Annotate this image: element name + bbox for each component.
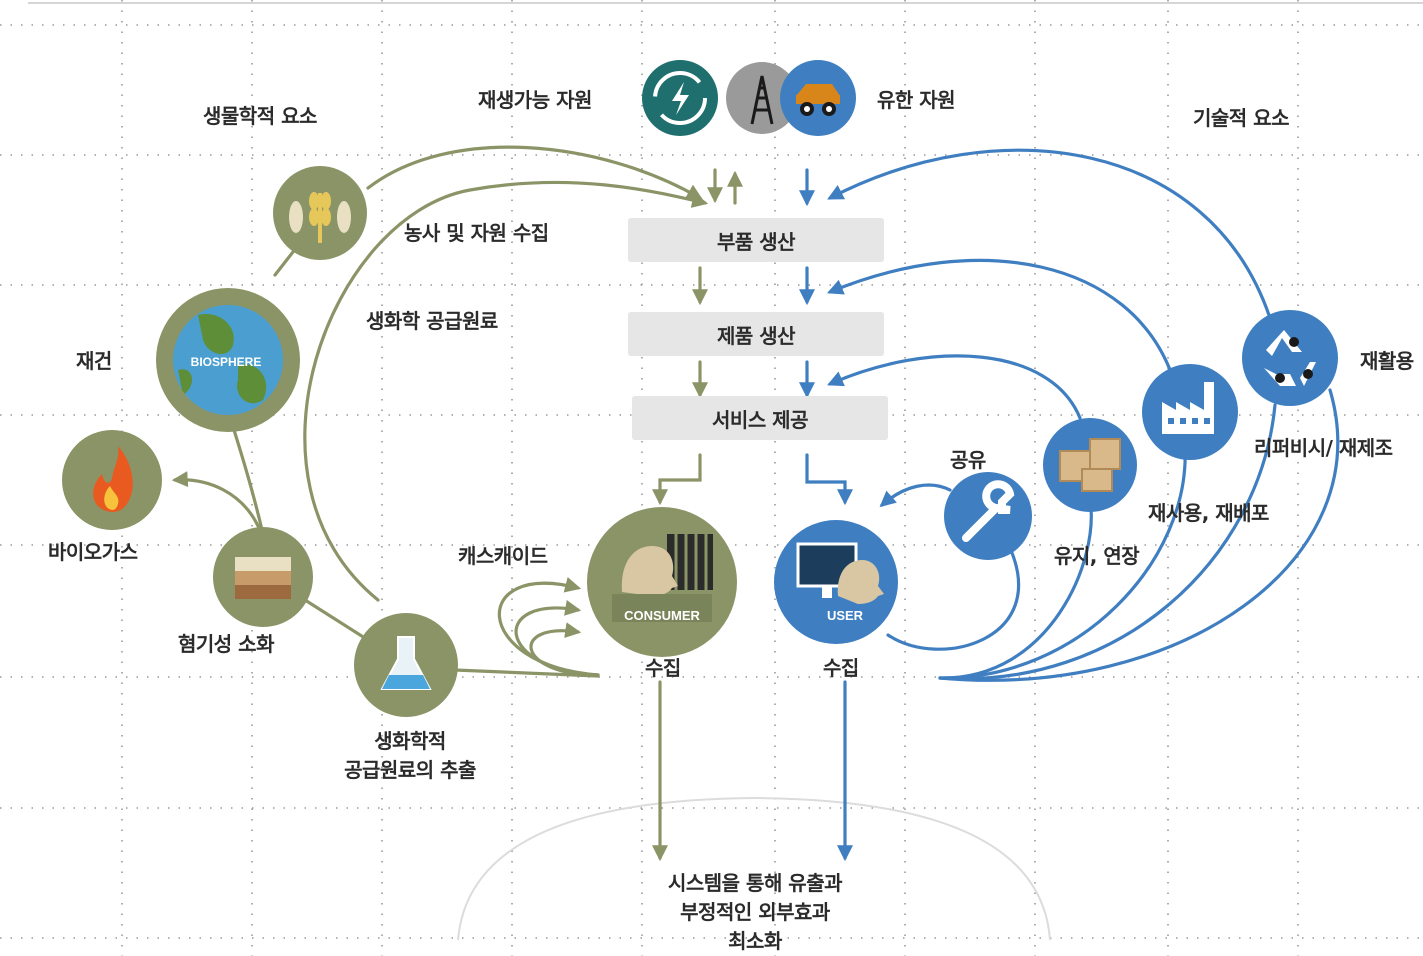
wrench-icon <box>944 472 1032 560</box>
farming-label: 농사 및 자원 수집 <box>404 221 549 245</box>
mining-truck-icon <box>780 60 856 136</box>
loop-maintain <box>938 498 1093 680</box>
finite-resources-label: 유한 자원 <box>877 88 956 112</box>
share-label: 공유 <box>950 448 986 472</box>
oil-derrick-icon <box>726 62 798 134</box>
flow-biosphere-to-soil <box>232 428 264 532</box>
loop-reuse <box>938 446 1187 680</box>
extraction-line-1: 생화학적 <box>374 729 446 753</box>
system-boundary-arc <box>457 796 1051 941</box>
reuse-label: 재사용, 재배포 <box>1148 501 1269 525</box>
soil-icon <box>213 527 313 627</box>
extraction-line-2: 공급원료의 추출 <box>344 758 476 782</box>
wheat-fish-icon <box>273 166 367 260</box>
biosphere-label: BIOSPHERE <box>191 355 262 369</box>
refurbish-label: 리퍼비시/ 재제조 <box>1254 436 1393 460</box>
leakage-label: 시스템을 통해 유출과 부정적인 외부효과 최소화 <box>600 869 910 956</box>
boxes-icon <box>1043 418 1137 512</box>
consumer-collect-label: 수집 <box>645 656 681 680</box>
cascade-arc-3 <box>529 622 600 677</box>
user-computer-icon <box>774 520 898 644</box>
leakage-line-3: 최소화 <box>728 929 782 953</box>
loop-recycle <box>938 388 1340 682</box>
flow-soil-to-flask <box>303 598 370 642</box>
cascade-arc-2 <box>514 599 600 677</box>
product-production-box: 제품 생산 <box>628 312 884 356</box>
user-collect-label: 수집 <box>823 656 859 680</box>
flow-reuse-to-service <box>827 354 1082 420</box>
flow-biochem-feedstock <box>303 180 709 602</box>
consumer-label: CONSUMER <box>624 608 700 623</box>
service-provision-box: 서비스 제공 <box>632 396 888 440</box>
renewable-resources-label: 재생가능 자원 <box>478 88 592 112</box>
user-label: USER <box>827 608 864 623</box>
biological-header: 생물학적 요소 <box>203 104 317 128</box>
flask-icon <box>354 613 458 717</box>
anaerobic-digestion-label: 혐기성 소화 <box>178 632 274 656</box>
arrow-service-to-user <box>805 453 853 506</box>
loop-user-share <box>886 546 1020 651</box>
factory-icon <box>1142 364 1238 460</box>
biochem-feedstock-label: 생화학 공급원료 <box>366 309 498 333</box>
energy-icon <box>642 60 718 136</box>
flow-recycle-to-parts <box>827 148 1272 320</box>
biogas-label: 바이오가스 <box>48 540 138 564</box>
consumer-icon <box>587 507 737 657</box>
flow-consumer-to-flask <box>453 668 600 678</box>
loop-refurbish <box>938 403 1277 681</box>
extraction-label: 생화학적 공급원료의 추출 <box>310 727 510 785</box>
cascade-arc-1 <box>497 577 600 677</box>
restoration-label: 재건 <box>76 349 112 373</box>
technical-header: 기술적 요소 <box>1193 106 1289 130</box>
fire-icon <box>62 430 162 530</box>
flow-refurbish-to-product <box>827 258 1174 377</box>
leakage-line-1: 시스템을 통해 유출과 <box>667 871 843 895</box>
cascade-label: 캐스캐이드 <box>458 544 548 568</box>
arrow-service-to-consumer <box>652 453 702 506</box>
biosphere-globe-icon <box>156 288 300 432</box>
leakage-line-2: 부정적인 외부효과 <box>680 900 830 924</box>
flow-farming-to-parts <box>366 145 703 200</box>
flow-soil-to-fire <box>171 471 264 537</box>
maintain-label: 유지, 연장 <box>1054 544 1140 568</box>
recycle-icon <box>1242 310 1338 406</box>
flow-share-to-user <box>879 483 952 508</box>
recycle-label: 재활용 <box>1360 349 1414 373</box>
parts-production-box: 부품 생산 <box>628 218 884 262</box>
